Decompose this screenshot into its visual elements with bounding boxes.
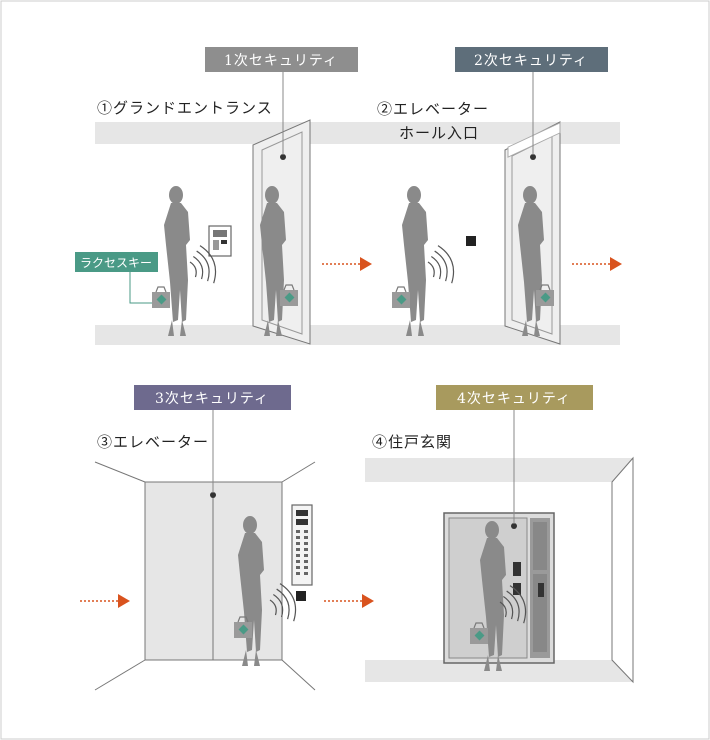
panel-unit-entrance: [365, 410, 634, 684]
arrow-right-icon: [571, 256, 623, 272]
floor-band: [95, 325, 620, 345]
panel-elevator-hall: [391, 72, 623, 345]
security-tag-3-label: 3次セキュリティ: [155, 391, 269, 407]
step-3-label: ③エレベーター: [97, 433, 209, 451]
card-reader-icon: [296, 591, 306, 601]
key-label: ラクセスキー: [80, 256, 152, 270]
key-label-box: [75, 252, 158, 272]
security-tag-4-label: 4次セキュリティ: [457, 391, 571, 407]
security-tag-1-label: 1次セキュリティ: [224, 53, 338, 69]
ceiling-band: [365, 458, 633, 482]
security-tag-4: [436, 385, 593, 410]
security-tag-3: [134, 385, 291, 410]
step-1-label: ①グランドエントランス: [97, 99, 273, 117]
card-reader-icon: [466, 236, 476, 246]
security-tag-1: [205, 47, 358, 72]
step-2-label: ②エレベーター: [377, 100, 489, 118]
ceiling-band: [95, 122, 620, 144]
panel-elevator: [79, 410, 375, 691]
sensor-dot: [280, 154, 286, 160]
person-silhouette-icon: [402, 186, 428, 336]
elevator-panel-icon: [291, 504, 313, 586]
signal-waves-icon: [423, 242, 460, 289]
sensor-dot: [210, 492, 216, 498]
step-4-label: ④住戸玄関: [372, 433, 452, 451]
intercom-panel-icon: [208, 225, 232, 257]
sensor-dot: [511, 523, 517, 529]
step-2-label-line2: ホール入口: [399, 124, 479, 142]
bag-icon: [151, 286, 171, 309]
security-tag-2: [455, 47, 608, 72]
arrow-right-icon: [79, 593, 131, 609]
security-tag-2-label: 2次セキュリティ: [474, 53, 588, 69]
person-silhouette-icon: [164, 186, 190, 336]
panel-grand-entrance: ラクセスキー: [75, 72, 620, 345]
floor-band: [365, 660, 633, 682]
sensor-dot: [530, 154, 536, 160]
bag-icon: [391, 286, 411, 309]
arrow-right-icon: [321, 256, 373, 272]
arrow-right-icon: [323, 593, 375, 609]
